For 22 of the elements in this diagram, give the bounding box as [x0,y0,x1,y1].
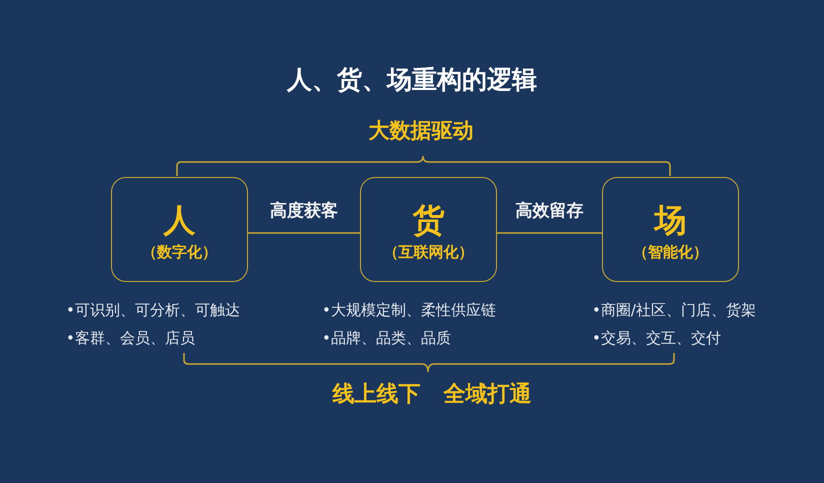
bullet-text: •商圈/社区、门店、货架 [592,300,756,320]
connector-line [497,232,602,234]
node-subtitle: （互联网化） [384,242,474,262]
edge-label: 高效留存 [516,200,584,222]
connector-line [248,232,360,234]
bullet-text: •大规模定制、柔性供应链 [322,300,496,320]
bullet-text: •可识别、可分析、可触达 [66,300,240,320]
rounded-box [602,177,739,282]
bullet-text: •客群、会员、店员 [66,328,195,348]
bullet-text: •品牌、品类、品质 [322,328,451,348]
node-subtitle: （数字化） [142,242,217,262]
node-title: 场 [654,202,686,238]
edge-label: 高度获客 [270,200,338,222]
label: 线上线下 全域打通 [332,382,532,408]
rounded-box [360,177,497,282]
node-subtitle: （智能化） [633,242,708,262]
rounded-box [111,177,248,282]
label: 大数据驱动 [368,118,474,144]
node-title: 货 [412,202,444,238]
bullet-text: •交易、交互、交付 [592,328,721,348]
title: 人、货、场重构的逻辑 [287,64,537,96]
node-title: 人 [164,202,196,238]
